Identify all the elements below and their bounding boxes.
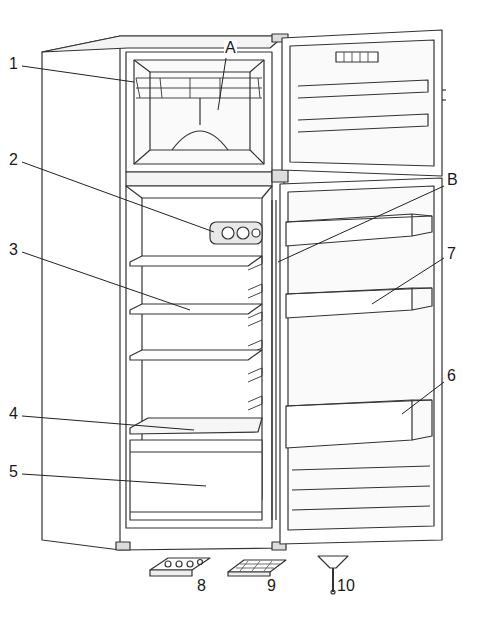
callout-label: 8 <box>196 578 207 594</box>
callout-label: 6 <box>446 368 457 384</box>
callout-label: A <box>224 40 237 56</box>
callout-label: 4 <box>8 406 19 422</box>
callout-label: B <box>446 172 459 188</box>
callout-label: 5 <box>8 464 19 480</box>
callout-label: 1 <box>8 56 19 72</box>
callout-label: 9 <box>266 578 277 594</box>
callout-label: 10 <box>336 578 356 594</box>
callout-label: 2 <box>8 152 19 168</box>
callout-label: 7 <box>446 246 457 262</box>
callout-label: 3 <box>8 242 19 258</box>
